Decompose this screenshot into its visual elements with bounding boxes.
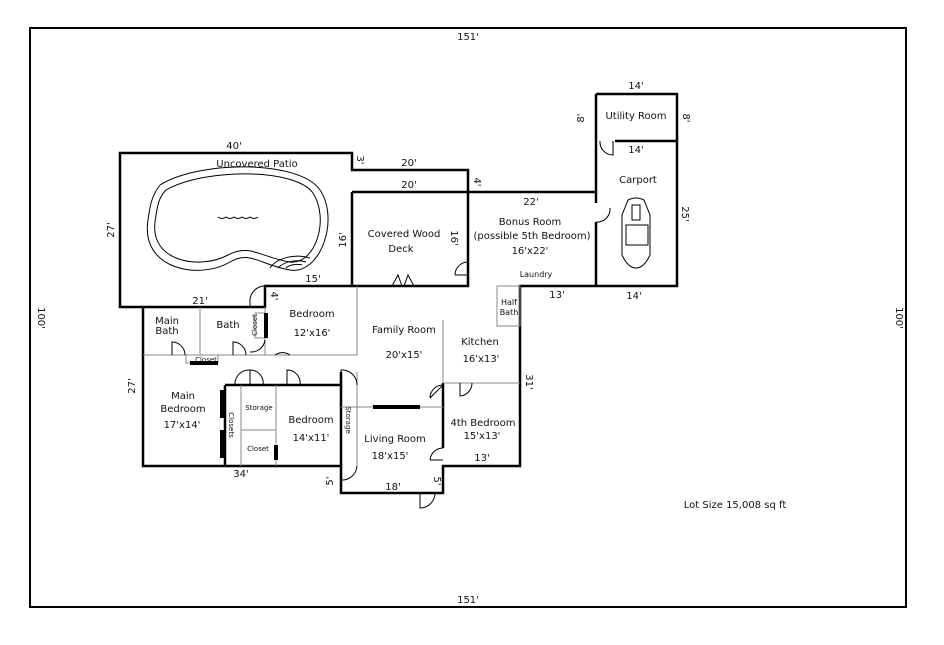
closet-b-label: Closet bbox=[247, 445, 269, 453]
kitchen-size: 16'x13' bbox=[463, 354, 500, 365]
lot-left-dim: 100' bbox=[35, 307, 46, 329]
main-bath-label-2: Bath bbox=[155, 326, 178, 337]
family-size: 20'x15' bbox=[386, 350, 423, 361]
utility-right-dim: 8' bbox=[680, 113, 691, 122]
bedroom4-bottom-dim: 13' bbox=[474, 453, 489, 464]
exterior-walls bbox=[118, 92, 679, 495]
patio-right-dim: 16' bbox=[338, 232, 349, 247]
bedroom-a-label: Bedroom bbox=[289, 309, 334, 320]
carport-top-dim: 14' bbox=[628, 145, 643, 156]
bedroom-a-4-dim: 4' bbox=[268, 291, 279, 300]
bonus-size: 16'x22' bbox=[512, 246, 549, 257]
closet-hall-label: Closet bbox=[195, 356, 217, 364]
patio-top-dim: 40' bbox=[226, 141, 241, 152]
kitchen-right-dim: 31' bbox=[523, 374, 534, 389]
bedroom4-size: 15'x13' bbox=[464, 431, 501, 442]
patio-bottom-dim: 21' bbox=[192, 296, 207, 307]
main-bedroom-label-2: Bedroom bbox=[160, 404, 205, 415]
main-bedroom-label-1: Main bbox=[171, 391, 195, 402]
carport-right-dim: 25' bbox=[679, 206, 690, 221]
kitchen-label: Kitchen bbox=[461, 337, 499, 348]
bonus-label-2: (possible 5th Bedroom) bbox=[474, 231, 591, 242]
main-bedroom-bottom-dim: 34' bbox=[233, 469, 248, 480]
living-label: Living Room bbox=[364, 434, 425, 445]
deck-top-outer-dim: 20' bbox=[401, 158, 416, 169]
deck-right-dim: 16' bbox=[448, 230, 459, 245]
laundry-label: Laundry bbox=[520, 270, 553, 279]
family-label: Family Room bbox=[372, 325, 436, 336]
deck-top-dim: 20' bbox=[401, 180, 416, 191]
main-bedroom-size: 17'x14' bbox=[164, 420, 201, 431]
bath-label: Bath bbox=[216, 320, 239, 331]
living-right-dim: 5' bbox=[431, 476, 442, 485]
windows bbox=[190, 313, 420, 460]
lot-size: Lot Size 15,008 sq ft bbox=[684, 500, 787, 511]
bedroom4-label: 4th Bedroom bbox=[450, 418, 515, 429]
living-bottom-dim: 18' bbox=[385, 482, 400, 493]
patio-label: Uncovered Patio bbox=[216, 159, 297, 170]
lot-top-dim: 151' bbox=[457, 32, 479, 43]
storage-v-label: Storage bbox=[344, 406, 352, 433]
living-left-dim: 5' bbox=[325, 476, 336, 485]
half-bath-label-2: Bath bbox=[500, 308, 519, 317]
bedroom-b-size: 14'x11' bbox=[293, 433, 330, 444]
patio-left-dim: 27' bbox=[106, 222, 117, 237]
closets-label: Closets bbox=[227, 412, 235, 438]
door-swings bbox=[171, 140, 614, 509]
car-icon bbox=[621, 197, 651, 269]
living-size: 18'x15' bbox=[372, 451, 409, 462]
patio-15-dim: 15' bbox=[305, 274, 320, 285]
bonus-bottom-dim: 13' bbox=[549, 290, 564, 301]
bedroom-b-label: Bedroom bbox=[288, 415, 333, 426]
main-bath-label-1: Main bbox=[155, 316, 179, 327]
lot-bottom-dim: 151' bbox=[457, 595, 479, 606]
half-bath-label-1: Half bbox=[501, 298, 517, 307]
deck-4-dim: 4' bbox=[471, 177, 482, 186]
lot-boundary bbox=[29, 27, 907, 608]
storage-label: Storage bbox=[245, 404, 272, 412]
closet-small-label: Closet bbox=[251, 314, 259, 336]
utility-left-dim: 8' bbox=[576, 113, 587, 122]
deck-label-2: Deck bbox=[388, 244, 413, 255]
main-bedroom-left-dim: 27' bbox=[127, 378, 138, 393]
bedroom-a-size: 12'x16' bbox=[294, 328, 331, 339]
lot-right-dim: 100' bbox=[893, 307, 904, 329]
deck-label-1: Covered Wood bbox=[368, 229, 441, 240]
patio-step-dim: 3' bbox=[354, 155, 365, 164]
pool bbox=[146, 166, 329, 271]
carport-label: Carport bbox=[619, 175, 657, 186]
utility-label: Utility Room bbox=[605, 111, 666, 122]
utility-top-dim: 14' bbox=[628, 81, 643, 92]
carport-bottom-dim: 14' bbox=[626, 291, 641, 302]
bonus-label-1: Bonus Room bbox=[499, 217, 562, 228]
bonus-top-dim: 22' bbox=[523, 197, 538, 208]
